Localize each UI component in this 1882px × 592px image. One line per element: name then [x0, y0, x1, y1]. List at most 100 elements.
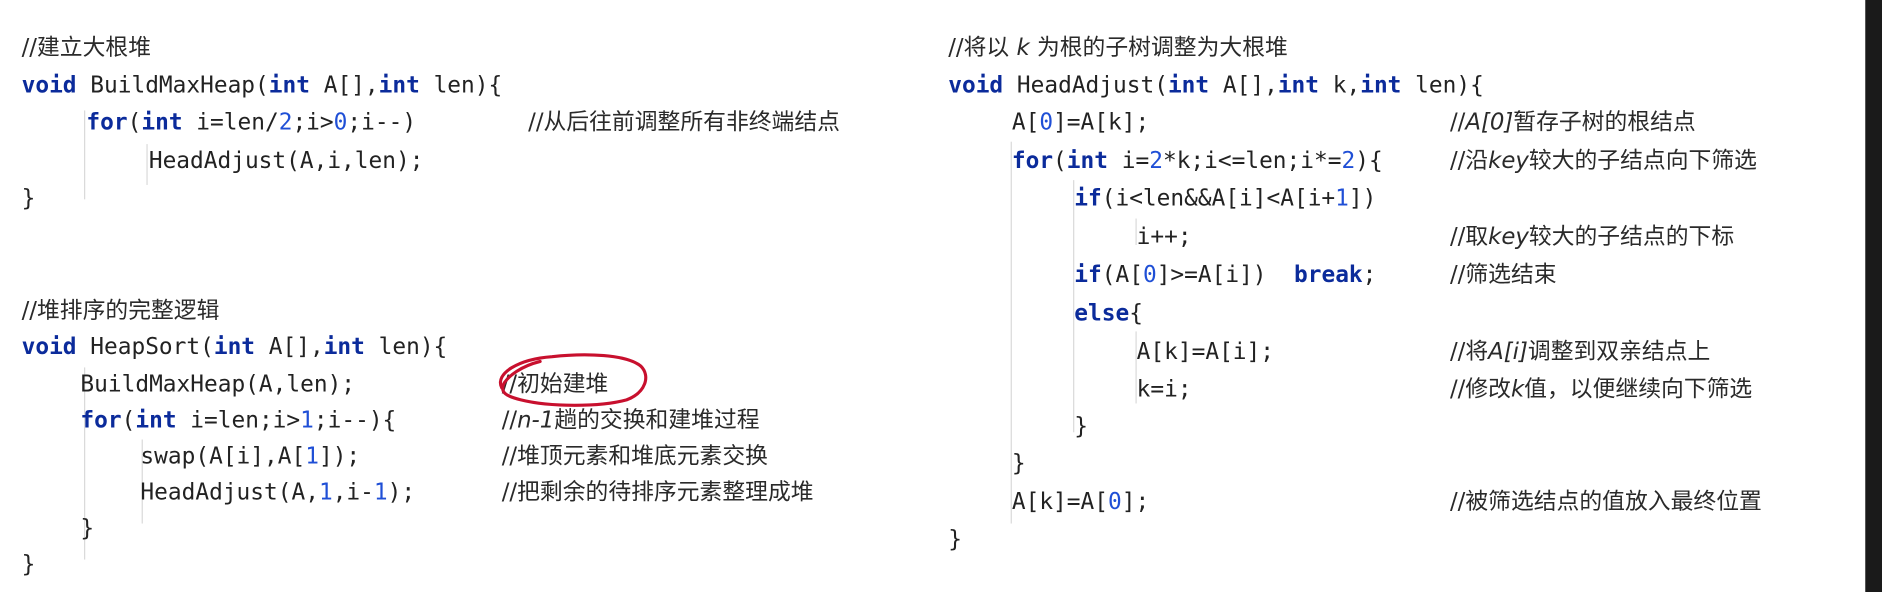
code-text: BuildMaxHeap( — [76, 72, 269, 99]
code-text: { — [1129, 300, 1143, 327]
code-keyword: int — [135, 407, 177, 434]
code-comment: //A[0]暂存子树的根结点 — [1449, 109, 1696, 136]
code-text: A[ — [1011, 109, 1040, 136]
code-text: ( — [127, 109, 142, 136]
code-text: HeapSort( — [76, 333, 214, 361]
code-number: 0 — [1142, 261, 1157, 289]
code-text: A[], — [255, 333, 324, 361]
code-keyword: int — [141, 109, 183, 136]
code-comment: //堆顶元素和堆底元素交换 — [501, 443, 768, 470]
code-line: } — [1012, 449, 1026, 478]
code-comment: //把剩余的待排序元素整理成堆 — [501, 479, 814, 506]
code-number: 1 — [318, 479, 333, 506]
code-text: ]>=A[i]) — [1156, 261, 1294, 289]
code-text: i=len/ — [182, 109, 279, 136]
indent-guide — [1135, 218, 1137, 245]
code-line: A[0]=A[k]; — [1012, 108, 1149, 137]
code-text: } — [21, 184, 36, 212]
code-number: 2 — [278, 109, 293, 136]
code-line: void BuildMaxHeap(int A[],int len){ — [22, 71, 503, 100]
code-text: ){ — [1355, 147, 1383, 175]
code-number: 2 — [1341, 147, 1356, 175]
code-text: HeadAdjust(A,i,len); — [148, 147, 424, 175]
code-text: i=len;i> — [176, 407, 301, 434]
code-keyword: for — [86, 109, 128, 136]
code-comment: //n-1趟的交换和建堆过程 — [501, 407, 760, 434]
code-text: HeadAdjust( — [1003, 72, 1168, 99]
code-text: A[], — [309, 72, 379, 99]
code-line: } — [22, 184, 36, 213]
code-text: ]); — [318, 443, 361, 470]
code-keyword: void — [21, 72, 77, 99]
code-text: len){ — [419, 72, 503, 99]
code-text: (i<len&&A[i]<A[i+ — [1101, 184, 1336, 212]
code-comment: //沿key较大的子结点向下筛选 — [1449, 147, 1757, 175]
code-text: (A[ — [1101, 261, 1143, 289]
left-code-panel: //建立大根堆 void BuildMaxHeap(int A[],int le… — [0, 0, 936, 592]
code-keyword: void — [948, 72, 1004, 99]
code-text: } — [80, 515, 95, 542]
code-line: if(i<len&&A[i]<A[i+1]) — [1074, 184, 1376, 213]
code-text: } — [1074, 413, 1089, 440]
code-comment: //被筛选结点的值放入最终位置 — [1449, 488, 1762, 516]
code-text: i= — [1108, 147, 1150, 175]
code-keyword: int — [1066, 147, 1109, 175]
code-comment: //将A[i]调整到双亲结点上 — [1449, 338, 1711, 366]
code-keyword: void — [21, 333, 77, 361]
code-keyword: int — [1167, 72, 1210, 99]
code-number: 1 — [305, 443, 319, 470]
code-line: A[k]=A[0]; — [1012, 488, 1149, 517]
code-keyword: for — [80, 407, 122, 434]
code-number: 2 — [1149, 147, 1163, 175]
code-text: A[], — [1209, 72, 1278, 99]
code-text: k=i; — [1136, 375, 1192, 403]
head-adjust-comment: //将以 k 为根的子树调整为大根堆 — [948, 34, 1288, 62]
indent-guide — [1073, 180, 1075, 433]
code-line: void HeadAdjust(int A[],int k,int len){ — [948, 71, 1484, 100]
code-comment: //筛选结束 — [1449, 261, 1557, 289]
code-line: void HeapSort(int A[],int len){ — [22, 333, 448, 362]
code-text: len){ — [1401, 72, 1484, 99]
code-line: else{ — [1074, 299, 1143, 328]
code-text: A[k]=A[i]; — [1136, 338, 1274, 366]
code-number: 1 — [300, 407, 314, 434]
code-text: len){ — [364, 333, 448, 361]
code-keyword: for — [1011, 147, 1054, 175]
code-keyword: int — [1277, 72, 1320, 99]
code-line: A[k]=A[i]; — [1137, 337, 1274, 366]
code-number: 0 — [1107, 488, 1122, 516]
code-line: HeadAdjust(A,1,i-1); — [140, 478, 415, 507]
code-text: *k;i<=len;i*= — [1162, 147, 1342, 175]
code-line: for(int i=2*k;i<=len;i*=2){ — [1012, 146, 1383, 175]
indent-guide — [1135, 331, 1137, 404]
code-keyword: int — [1360, 72, 1402, 99]
code-number: 0 — [333, 109, 348, 136]
right-code-panel: //将以 k 为根的子树调整为大根堆 void HeadAdjust(int A… — [924, 0, 1882, 592]
code-line: BuildMaxHeap(A,len); — [80, 370, 355, 399]
indent-guide — [146, 144, 148, 185]
code-line: for(int i=len/2;i>0;i--) — [86, 108, 416, 137]
code-text: BuildMaxHeap(A,len); — [80, 371, 356, 398]
code-text: ;i--){ — [313, 407, 397, 434]
code-text: ( — [121, 407, 136, 434]
code-number: 0 — [1039, 109, 1054, 136]
indent-guide — [141, 439, 143, 524]
window-edge — [1865, 0, 1882, 592]
code-line: swap(A[i],A[1]); — [140, 442, 360, 471]
code-comment: //修改k值，以便继续向下筛选 — [1449, 375, 1753, 403]
code-text: k, — [1319, 72, 1361, 99]
code-keyword: int — [378, 72, 420, 99]
code-line: i++; — [1137, 222, 1192, 251]
code-text: HeadAdjust(A, — [140, 479, 319, 506]
code-text: ); — [387, 479, 416, 506]
code-number: 1 — [1335, 184, 1349, 212]
code-text: } — [1011, 450, 1026, 477]
annotation-circle — [498, 353, 648, 407]
code-text: i++; — [1136, 223, 1192, 250]
code-keyword: break — [1293, 261, 1363, 289]
initial-build-comment: //初始建堆 — [501, 371, 609, 398]
code-line: if(A[0]>=A[i]) break; — [1074, 261, 1376, 290]
code-comment: //从后往前调整所有非终端结点 — [528, 109, 840, 136]
code-text: ]; — [1121, 488, 1150, 516]
